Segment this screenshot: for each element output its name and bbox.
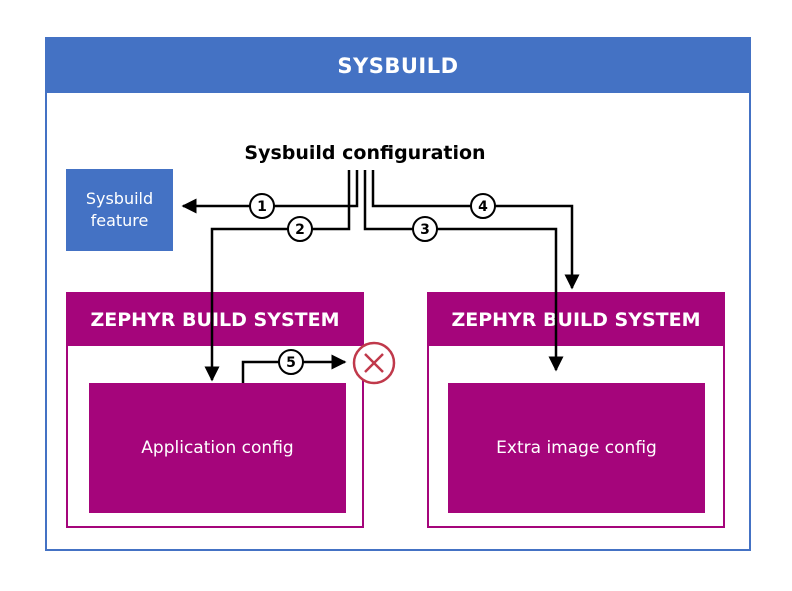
arrow-2 xyxy=(204,170,351,382)
sysbuild-configuration-label: Sysbuild configuration xyxy=(244,142,486,164)
step-badge-3: 3 xyxy=(412,216,438,242)
step-badge-4: 4 xyxy=(470,193,496,219)
step-badge-2: 2 xyxy=(287,216,313,242)
sysbuild-container: SYSBUILD xyxy=(45,37,751,551)
arrow-5 xyxy=(241,354,347,383)
step-number-5: 5 xyxy=(286,355,296,371)
sysbuild-header: SYSBUILD xyxy=(47,39,749,93)
step-badge-5: 5 xyxy=(278,349,304,375)
step-number-4: 4 xyxy=(478,199,488,215)
application-config-box: Application config xyxy=(89,383,346,513)
step-badge-1: 1 xyxy=(249,193,275,219)
feature-label-line1: Sysbuild xyxy=(85,189,154,208)
sysbuild-feature-box: Sysbuild feature xyxy=(66,169,173,251)
extra-image-config-box: Extra image config xyxy=(448,383,705,513)
close-circle-icon xyxy=(352,341,396,385)
arrow-1 xyxy=(181,170,359,214)
zephyr-build-system-right-header: ZEPHYR BUILD SYSTEM xyxy=(429,294,723,346)
zephyr-build-system-left-header: ZEPHYR BUILD SYSTEM xyxy=(68,294,362,346)
arrow-3 xyxy=(363,170,564,372)
step-number-2: 2 xyxy=(295,222,305,238)
step-number-3: 3 xyxy=(420,222,430,238)
step-number-1: 1 xyxy=(257,199,267,215)
feature-label-line2: feature xyxy=(90,211,149,230)
